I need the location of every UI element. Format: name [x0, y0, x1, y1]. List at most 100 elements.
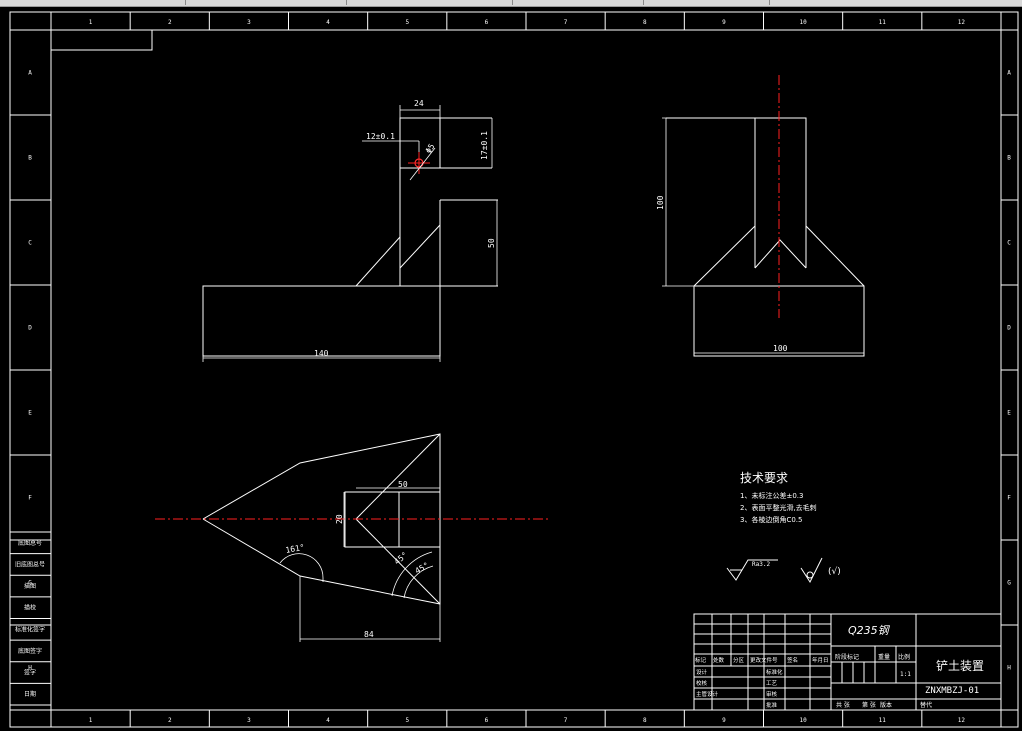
revision-header: 签名	[787, 656, 798, 664]
toolbar-segment[interactable]	[0, 0, 186, 5]
dim-24: 24	[414, 99, 424, 108]
row-marker: B	[28, 155, 32, 162]
roughness-general-symbol: (√)	[800, 557, 841, 584]
inner-frame	[50, 29, 1002, 711]
part-code: ZNXMBZJ-01	[925, 686, 979, 696]
dim-100-horizontal: 100	[773, 344, 788, 353]
side-view: 100 100	[656, 75, 865, 357]
column-marker: 1	[89, 717, 93, 724]
column-marker: 1	[89, 19, 93, 26]
column-marker: 3	[247, 19, 251, 26]
column-marker: 6	[485, 19, 489, 26]
row-marker: C	[1007, 240, 1011, 247]
revision-header: 更改文件号	[750, 656, 778, 664]
column-marker: 9	[722, 19, 726, 26]
dim-50-top: 50	[398, 480, 408, 489]
top-view: 50 20 84 161° 45° 45°	[155, 433, 548, 642]
column-marker: 9	[722, 717, 726, 724]
hdr-weight: 重量	[878, 653, 890, 661]
toolbar-segment[interactable]	[347, 0, 513, 5]
sheet-index: 第 张	[862, 701, 876, 709]
roughness-note: (√)	[828, 566, 841, 577]
approval-row-label: 批准	[766, 701, 778, 709]
hdr-stage-mark: 阶段标记	[835, 653, 859, 661]
column-marker: 3	[247, 717, 251, 724]
dim-20-top: 20	[335, 514, 344, 524]
sheet-total: 共 张	[836, 701, 850, 709]
toolbar-segment[interactable]	[186, 0, 347, 5]
row-marker: C	[28, 240, 32, 247]
toolbar-segment[interactable]	[513, 0, 644, 5]
row-marker: G	[1007, 580, 1011, 587]
signature-row-label: 校核	[696, 679, 708, 687]
binding-strip-item: 底图总号	[18, 539, 42, 547]
version-label: 版本	[880, 701, 892, 709]
column-marker: 7	[564, 717, 568, 724]
dim-50: 50	[487, 238, 496, 248]
revision-header: 标记	[695, 656, 707, 664]
column-marker: 12	[958, 717, 966, 724]
signature-row-label: 主管设计	[696, 690, 719, 698]
angle-45-outer: 45°	[393, 550, 410, 566]
column-marker: 7	[564, 19, 568, 26]
toolbar-segment[interactable]	[644, 0, 770, 5]
replace-label: 替代	[920, 701, 932, 709]
technical-requirements: 技术要求 1、未标注公差±0.3 2、表面平整光滑,去毛刺 3、各棱边倒角C0.…	[740, 471, 817, 524]
binding-strip-item: 旧底图总号	[15, 560, 45, 568]
column-marker: 11	[879, 717, 887, 724]
row-marker: E	[28, 410, 32, 417]
revision-header: 处数	[713, 656, 725, 664]
column-marker: 11	[879, 19, 887, 26]
row-marker: D	[1007, 325, 1011, 332]
roughness-symbol: Ra3.2	[726, 559, 778, 581]
column-marker: 8	[643, 717, 647, 724]
dim-17: 17±0.1	[480, 131, 489, 160]
material-label: Q235钢	[848, 624, 891, 637]
binding-strip-item: 描图	[24, 582, 36, 590]
revision-header: 分区	[733, 656, 745, 664]
tech-line-2: 2、表面平整光滑,去毛刺	[740, 503, 817, 512]
column-marker: 2	[168, 19, 172, 26]
column-marker: 4	[326, 19, 330, 26]
signature-row-label: 设计	[696, 668, 708, 676]
roughness-value: Ra3.2	[752, 561, 770, 568]
title-block: Q235钢 阶段标记 重量 比例 1:1 铲土装置 ZNXMBZJ-01 共 张…	[693, 613, 1002, 711]
row-marker: B	[1007, 155, 1011, 162]
row-marker: E	[1007, 410, 1011, 417]
angle-45-inner: 45°	[414, 561, 431, 576]
dim-140: 140	[314, 349, 329, 358]
row-marker: D	[28, 325, 32, 332]
application-toolbar-strip	[0, 0, 1022, 7]
row-marker: A	[1007, 70, 1011, 77]
binding-strip-item: 描校	[24, 604, 36, 612]
dim-12: 12±0.1	[366, 132, 395, 141]
scale-value: 1:1	[900, 671, 911, 678]
tech-title: 技术要求	[740, 471, 788, 485]
approval-row-label: 工艺	[766, 680, 778, 687]
column-marker: 2	[168, 717, 172, 724]
code-box	[50, 29, 153, 51]
binding-strip-item: 日期	[24, 690, 36, 698]
column-marker: 10	[799, 19, 807, 26]
row-marker: G	[28, 580, 32, 587]
tech-line-3: 3、各棱边倒角C0.5	[740, 515, 802, 524]
row-marker: H	[1007, 665, 1011, 672]
binding-strip-item: 底图签字	[18, 647, 42, 655]
binding-strip-item: 签字	[24, 669, 36, 677]
front-view: 24 12±0.1 17±0.1 Φ5 50 140	[202, 99, 498, 362]
dim-84: 84	[364, 630, 374, 639]
column-marker: 10	[799, 717, 807, 724]
tech-line-1: 1、未标注公差±0.3	[740, 491, 803, 500]
approval-row-label: 审核	[766, 690, 778, 698]
column-marker: 6	[485, 717, 489, 724]
dim-100-vertical: 100	[656, 195, 665, 210]
revision-header: 年月日	[812, 656, 829, 664]
column-marker: 8	[643, 19, 647, 26]
approval-row-label: 标准化	[766, 668, 783, 676]
row-marker: H	[28, 665, 32, 672]
part-name: 铲土装置	[936, 658, 984, 673]
